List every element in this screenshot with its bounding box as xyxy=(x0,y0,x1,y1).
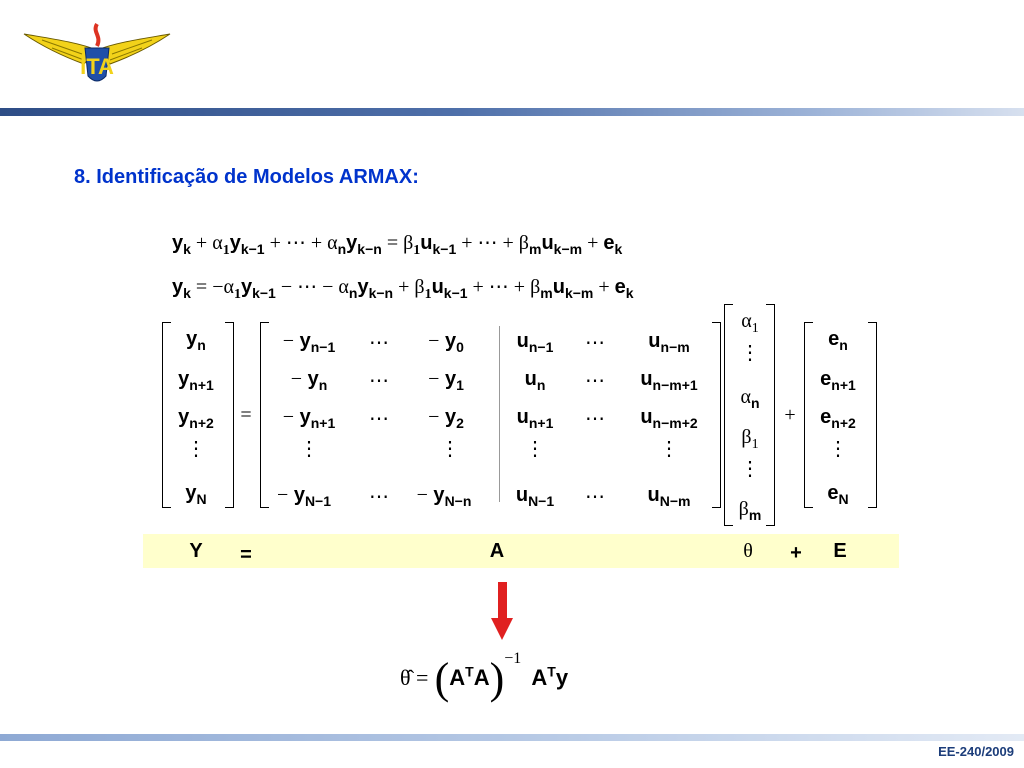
label-Y: Y xyxy=(189,540,203,562)
bracket xyxy=(712,322,721,508)
label-equals: = xyxy=(240,544,252,566)
label-theta: θ xyxy=(743,540,753,562)
course-code: EE-240/2009 xyxy=(938,744,1014,759)
section-title: 8. Identificação de Modelos ARMAX: xyxy=(74,166,419,188)
inverse-exponent: −1 xyxy=(504,650,522,667)
bracket xyxy=(868,322,877,508)
bracket xyxy=(260,322,269,508)
bracket xyxy=(225,322,234,508)
bracket xyxy=(724,304,733,526)
bracket xyxy=(804,322,813,508)
down-arrow-head-icon xyxy=(491,618,513,640)
svg-text:ITA: ITA xyxy=(80,54,114,79)
header-bar xyxy=(0,108,1024,116)
least-squares-solution: θ̂ = (ATA)−1 ATy xyxy=(400,650,569,703)
divider xyxy=(499,326,500,502)
bracket xyxy=(162,322,171,508)
label-E: E xyxy=(833,540,847,562)
footer-bar xyxy=(0,734,1024,741)
armax-equation: yk + α1yk−1 + ⋯ + αnyk−n = β1uk−1 + ⋯ + … xyxy=(172,232,623,258)
armax-equation-solved: yk = −α1yk−1 − ⋯ − αnyk−n + β1uk−1 + ⋯ +… xyxy=(172,276,634,302)
label-plus: + xyxy=(790,542,802,564)
compact-notation-band xyxy=(143,534,899,568)
label-A: A xyxy=(489,540,505,562)
ita-logo: ITA xyxy=(23,22,171,82)
down-arrow-icon xyxy=(498,582,507,620)
bracket xyxy=(766,304,775,526)
